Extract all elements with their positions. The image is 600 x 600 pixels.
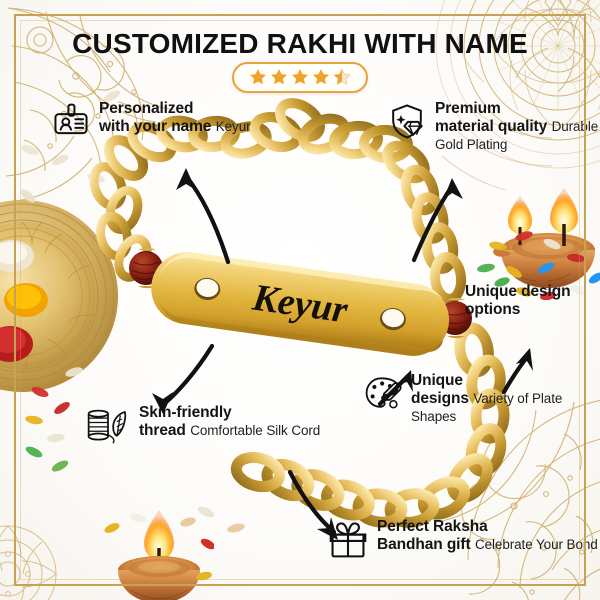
feature-title: Unique design options: [465, 283, 571, 318]
feature-subtitle: Keyur: [215, 119, 251, 134]
feature-personalized[interactable]: Personalized with your name Keyur: [52, 100, 251, 145]
gift-box-icon: [328, 520, 368, 565]
feature-skin-friendly[interactable]: Skin-friendly thread Comfortable Silk Co…: [86, 404, 320, 451]
feature-subtitle: Celebrate Your Bond: [474, 537, 598, 552]
feature-unique-designs[interactable]: Unique designs Variety of Plate Shapes: [364, 372, 600, 426]
feature-title: Unique designs: [411, 372, 469, 407]
mandala-bottom-left-icon: [0, 525, 57, 600]
diya-lamp-bottom-icon: [104, 510, 214, 600]
shield-diamond-icon: [388, 102, 426, 145]
star-half-icon-5: [333, 68, 351, 85]
star-icon-3: [292, 69, 308, 85]
palette-brush-icon: [364, 374, 402, 417]
arrow-to-premium: [411, 183, 455, 263]
feature-subtitle: Comfortable Silk Cord: [190, 423, 321, 438]
star-icon-2: [271, 69, 287, 85]
rating-badge: [232, 62, 368, 93]
arrow-to-personalized: [183, 173, 231, 265]
pooja-thali-icon: [0, 200, 118, 392]
feature-premium[interactable]: Premium material quality Durable Gold Pl…: [388, 100, 600, 154]
thread-spool-feather-icon: [86, 406, 130, 451]
mandala-bottom-right-icon: [437, 399, 600, 600]
feature-title: Perfect Raksha Bandhan gift: [377, 518, 488, 553]
feature-gift[interactable]: Perfect Raksha Bandhan gift Celebrate Yo…: [328, 518, 598, 565]
id-badge-icon: [52, 102, 90, 145]
arrow-to-skin-friendly: [161, 343, 215, 407]
star-icon-4: [313, 69, 329, 85]
plate-engraved-name: Keyur: [249, 276, 351, 331]
feature-unique-design-options[interactable]: Unique design options: [465, 283, 571, 319]
feature-title: Premium material quality: [435, 100, 548, 135]
feature-title: Personalized with your name: [99, 100, 212, 135]
page-title: CUSTOMIZED RAKHI WITH NAME: [72, 28, 528, 59]
star-icon-1: [250, 69, 266, 85]
